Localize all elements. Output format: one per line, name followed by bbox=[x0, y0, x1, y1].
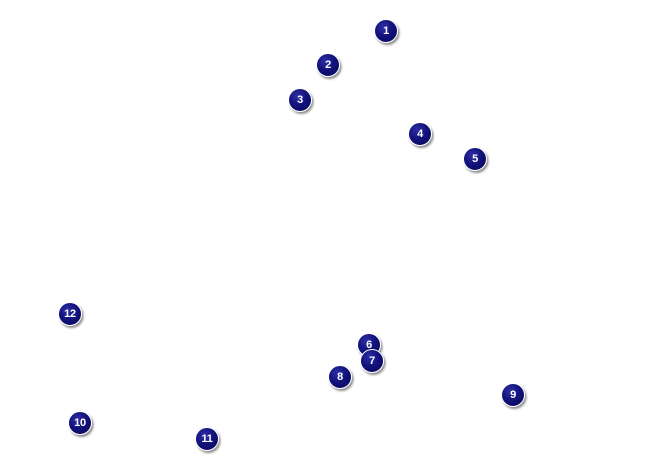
marker-5[interactable]: 5 bbox=[463, 147, 487, 171]
marker-11[interactable]: 11 bbox=[195, 427, 219, 451]
marker-label: 6 bbox=[366, 339, 372, 351]
marker-12[interactable]: 12 bbox=[58, 302, 82, 326]
marker-7[interactable]: 7 bbox=[360, 349, 384, 373]
marker-label: 12 bbox=[64, 308, 76, 320]
marker-8[interactable]: 8 bbox=[328, 365, 352, 389]
marker-label: 10 bbox=[74, 417, 86, 429]
marker-label: 2 bbox=[325, 59, 331, 71]
marker-label: 3 bbox=[297, 94, 303, 106]
marker-3[interactable]: 3 bbox=[288, 88, 312, 112]
marker-label: 8 bbox=[337, 371, 343, 383]
marker-label: 4 bbox=[417, 128, 423, 140]
marker-9[interactable]: 9 bbox=[501, 383, 525, 407]
marker-label: 9 bbox=[510, 389, 516, 401]
marker-10[interactable]: 10 bbox=[68, 411, 92, 435]
marker-4[interactable]: 4 bbox=[408, 122, 432, 146]
marker-label: 5 bbox=[472, 153, 478, 165]
marker-label: 1 bbox=[383, 25, 389, 37]
marker-label: 11 bbox=[201, 433, 213, 445]
marker-1[interactable]: 1 bbox=[374, 19, 398, 43]
marker-2[interactable]: 2 bbox=[316, 53, 340, 77]
marker-label: 7 bbox=[369, 355, 375, 367]
